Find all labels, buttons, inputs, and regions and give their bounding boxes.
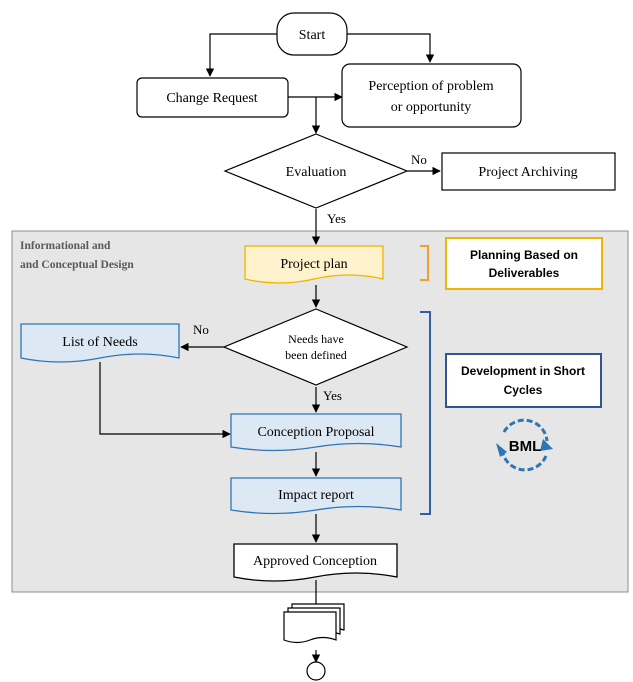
region-title-line1: Informational and [20,240,111,252]
documents-icon [283,603,345,644]
project-plan-label: Project plan [280,257,347,272]
development-bracket [420,311,431,515]
evaluation-no-label: No [411,152,427,167]
list-of-needs-label: List of Needs [62,335,137,350]
development-note-line1: Development in Short [461,364,585,378]
perception-label-line2: or opportunity [391,100,472,115]
needs-defined-label-line2: been defined [285,348,347,362]
needs-yes-label: Yes [323,388,342,403]
development-note [445,353,602,408]
evaluation-yes-label: Yes [327,211,346,226]
evaluation-label: Evaluation [286,165,347,180]
edge-start-change-request [205,33,277,77]
planning-note-line1: Planning Based on [470,248,578,262]
edge-start-perception [347,33,435,63]
change-request-label: Change Request [166,91,257,106]
approved-conception-label: Approved Conception [253,554,377,569]
perception-node [341,63,522,128]
bml-cycle-icon [496,418,553,472]
start-label: Start [299,28,326,43]
conception-proposal-label: Conception Proposal [257,425,374,440]
needs-defined-decision [222,308,409,386]
needs-no-label: No [193,322,209,337]
project-plan-node [244,245,384,284]
planning-note [445,237,603,290]
evaluation-decision [223,133,409,209]
project-archiving-label: Project Archiving [478,165,577,180]
region-title-line2: and Conceptual Design [20,259,134,271]
start-node [276,12,348,56]
change-request-node [136,77,289,118]
end-connector [306,661,326,681]
project-archiving-node [441,152,616,191]
perception-label-line1: Perception of problem [368,79,493,94]
edge-list-to-conception [99,362,231,439]
bml-label: BML [509,438,542,455]
development-note-line2: Cycles [504,383,543,397]
impact-report-label: Impact report [278,488,354,503]
planning-note-line2: Deliverables [489,266,560,280]
approved-conception-node [233,543,398,582]
impact-report-node [230,477,402,515]
needs-defined-label-line1: Needs have [288,332,344,346]
list-of-needs-node [20,323,180,363]
planning-bracket [420,245,429,281]
conception-proposal-node [230,413,402,452]
